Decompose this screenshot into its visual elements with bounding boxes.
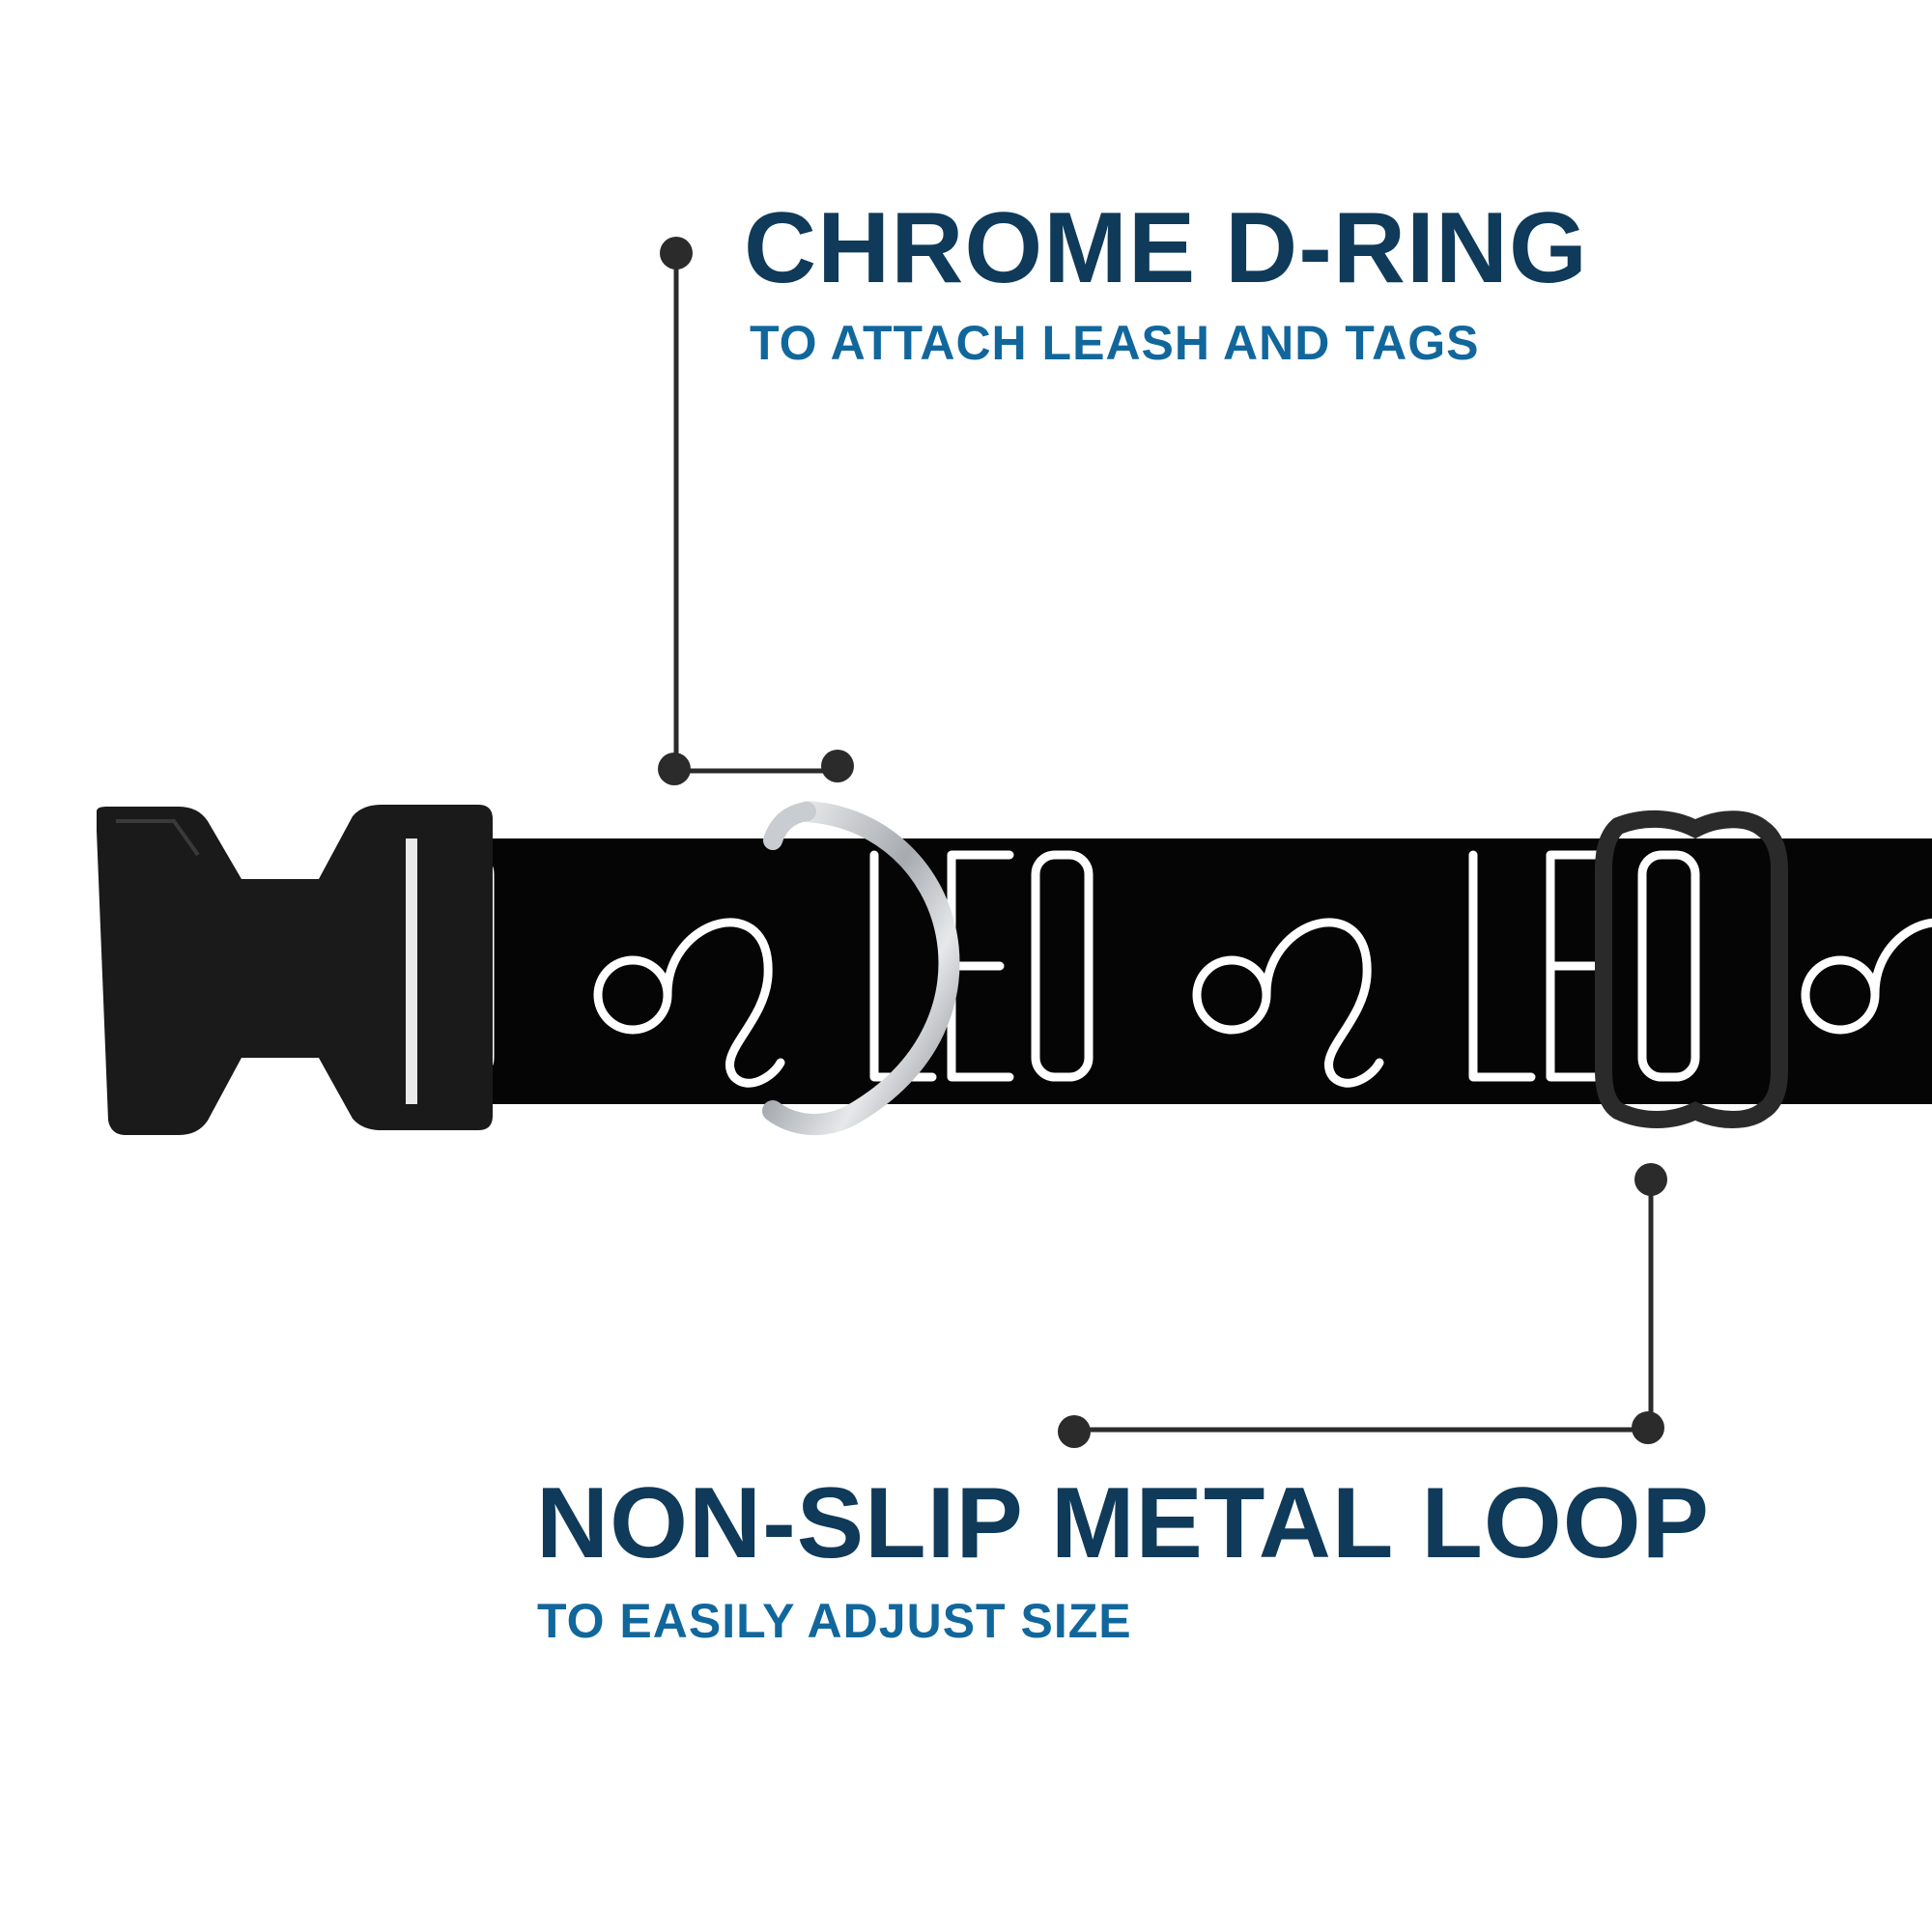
- d-ring-subtitle: TO ATTACH LEASH AND TAGS: [750, 316, 1480, 370]
- loop-callout-line: [1074, 1179, 1654, 1433]
- metal-loop-subtitle: TO EASILY ADJUST SIZE: [537, 1594, 1132, 1648]
- d-ring-icon: [762, 801, 960, 1136]
- leo-zodiac-icon: [1801, 918, 1932, 1035]
- d-ring-title: CHROME D-RING: [744, 192, 1588, 304]
- d-ring-callout-line: [673, 253, 838, 774]
- metal-loop-icon: [1595, 810, 1788, 1128]
- loop-callout-dots: [1058, 1163, 1667, 1448]
- d-ring-callout-dots: [658, 237, 854, 785]
- buckle-icon: [97, 805, 493, 1135]
- metal-loop-title: NON-SLIP METAL LOOP: [536, 1467, 1711, 1579]
- collar-strap: [406, 838, 1932, 1104]
- leo-zodiac-icon: [1192, 918, 1384, 1088]
- leo-zodiac-icon: [593, 918, 785, 1088]
